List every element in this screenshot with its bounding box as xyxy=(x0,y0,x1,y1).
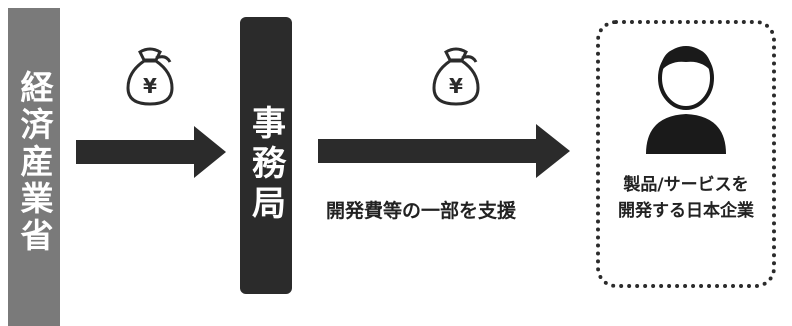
office-label: 事務局 xyxy=(245,105,286,225)
company-label: 製品/サービスを 開発する日本企業 xyxy=(600,172,772,224)
yen-symbol: ¥ xyxy=(449,74,463,98)
company-label-line1: 製品/サービスを xyxy=(623,175,749,195)
yen-symbol: ¥ xyxy=(143,74,157,98)
company-label-line2: 開発する日本企業 xyxy=(618,201,754,221)
ministry-box: 経済産業省 xyxy=(8,8,60,326)
arrow-office-to-company xyxy=(318,124,572,178)
office-box: 事務局 xyxy=(240,17,292,294)
person-icon xyxy=(642,38,730,160)
money-bag-icon: ¥ xyxy=(122,46,178,108)
arrow-ministry-to-office xyxy=(76,126,228,178)
company-box: 製品/サービスを 開発する日本企業 xyxy=(596,20,776,288)
money-bag-icon: ¥ xyxy=(428,46,484,108)
ministry-label: 経済産業省 xyxy=(15,70,54,255)
support-label: 開発費等の一部を支援 xyxy=(326,200,517,222)
